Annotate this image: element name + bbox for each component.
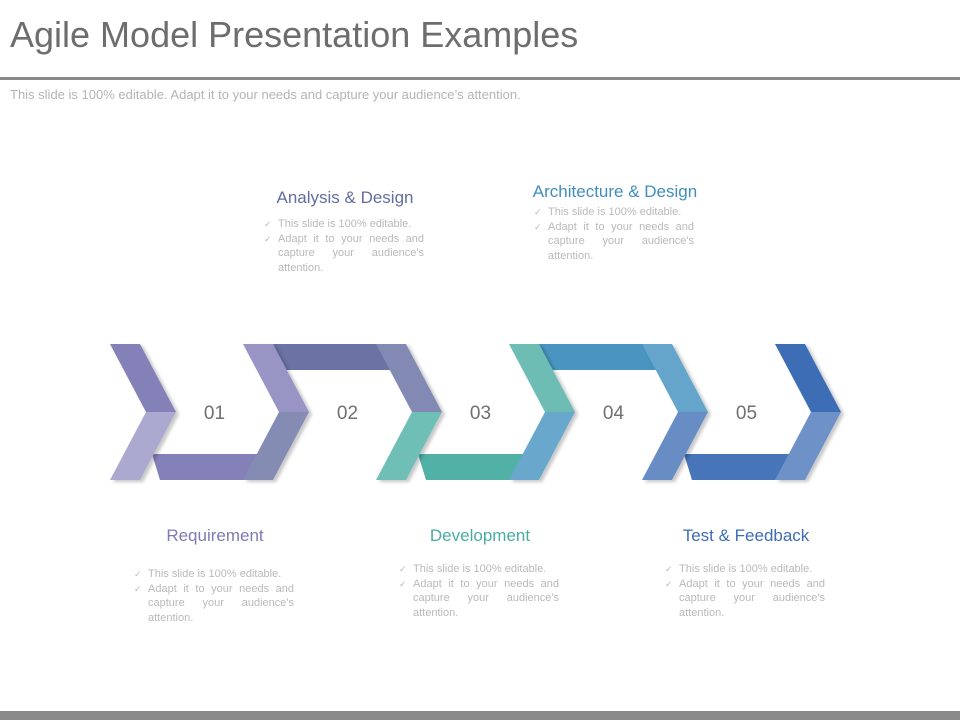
chevron-upper <box>642 344 708 412</box>
step-points: ✓This slide is 100% editable. ✓Adapt it … <box>530 205 700 263</box>
step-point: ✓This slide is 100% editable. <box>534 206 682 218</box>
footer-bar <box>0 711 960 720</box>
chevron-upper <box>243 344 309 412</box>
step-point: ✓This slide is 100% editable. <box>134 568 282 580</box>
step-point: ✓This slide is 100% editable. <box>665 563 813 575</box>
step-points: ✓This slide is 100% editable. ✓Adapt it … <box>395 562 565 620</box>
connector-stripe <box>527 344 658 370</box>
slide-subtitle: This slide is 100% editable. Adapt it to… <box>10 87 521 102</box>
chevron-lower <box>509 412 575 480</box>
step-point: ✓Adapt it to your needs and capture your… <box>264 232 424 274</box>
chevron-upper <box>110 344 176 412</box>
step-point: ✓Adapt it to your needs and capture your… <box>399 577 559 619</box>
chevron-lower <box>376 412 442 480</box>
step-architecture-design: Architecture & Design ✓This slide is 100… <box>530 180 700 263</box>
step-point: ✓Adapt it to your needs and capture your… <box>665 577 825 619</box>
slide-title: Agile Model Presentation Examples <box>10 14 579 55</box>
check-icon: ✓ <box>134 583 142 594</box>
check-icon: ✓ <box>399 564 407 574</box>
step-number: 01 <box>204 403 225 424</box>
step-number: 03 <box>470 403 491 424</box>
step-title: Architecture & Design <box>532 182 698 201</box>
chevron-lower <box>110 412 176 480</box>
step-point: ✓Adapt it to your needs and capture your… <box>134 582 294 624</box>
chevron-lower <box>775 412 841 480</box>
step-number: 04 <box>603 403 625 424</box>
check-icon: ✓ <box>665 578 673 589</box>
step-points: ✓This slide is 100% editable. ✓Adapt it … <box>661 562 831 620</box>
check-icon: ✓ <box>534 207 542 217</box>
check-icon: ✓ <box>264 219 272 229</box>
step-title: Test & Feedback <box>682 526 810 545</box>
step-point: ✓Adapt it to your needs and capture your… <box>534 220 694 262</box>
title-underline <box>0 77 960 80</box>
connector-stripe <box>261 344 392 370</box>
step-title: Development <box>429 526 531 545</box>
step-analysis-design: Analysis & Design ✓This slide is 100% ed… <box>260 186 430 275</box>
chevron-upper <box>775 344 841 412</box>
step-point: ✓This slide is 100% editable. <box>399 563 547 575</box>
check-icon: ✓ <box>534 221 542 232</box>
step-test-feedback: Test & Feedback ✓This slide is 100% edit… <box>661 524 831 620</box>
step-number: 05 <box>736 403 757 424</box>
check-icon: ✓ <box>399 578 407 589</box>
step-requirement: Requirement ✓This slide is 100% editable… <box>130 524 300 625</box>
step-title: Analysis & Design <box>276 188 414 207</box>
step-title: Requirement <box>166 526 264 545</box>
step-point: ✓This slide is 100% editable. <box>264 218 412 230</box>
chevron-lower <box>243 412 309 480</box>
step-number: 02 <box>337 403 358 424</box>
check-icon: ✓ <box>134 569 142 579</box>
chevron-upper <box>509 344 575 412</box>
step-development: Development ✓This slide is 100% editable… <box>395 524 565 620</box>
chevron-upper <box>376 344 442 412</box>
chevron-lower <box>642 412 708 480</box>
step-points: ✓This slide is 100% editable. ✓Adapt it … <box>130 567 300 625</box>
check-icon: ✓ <box>264 233 272 244</box>
check-icon: ✓ <box>665 564 673 574</box>
step-points: ✓This slide is 100% editable. ✓Adapt it … <box>260 217 430 275</box>
